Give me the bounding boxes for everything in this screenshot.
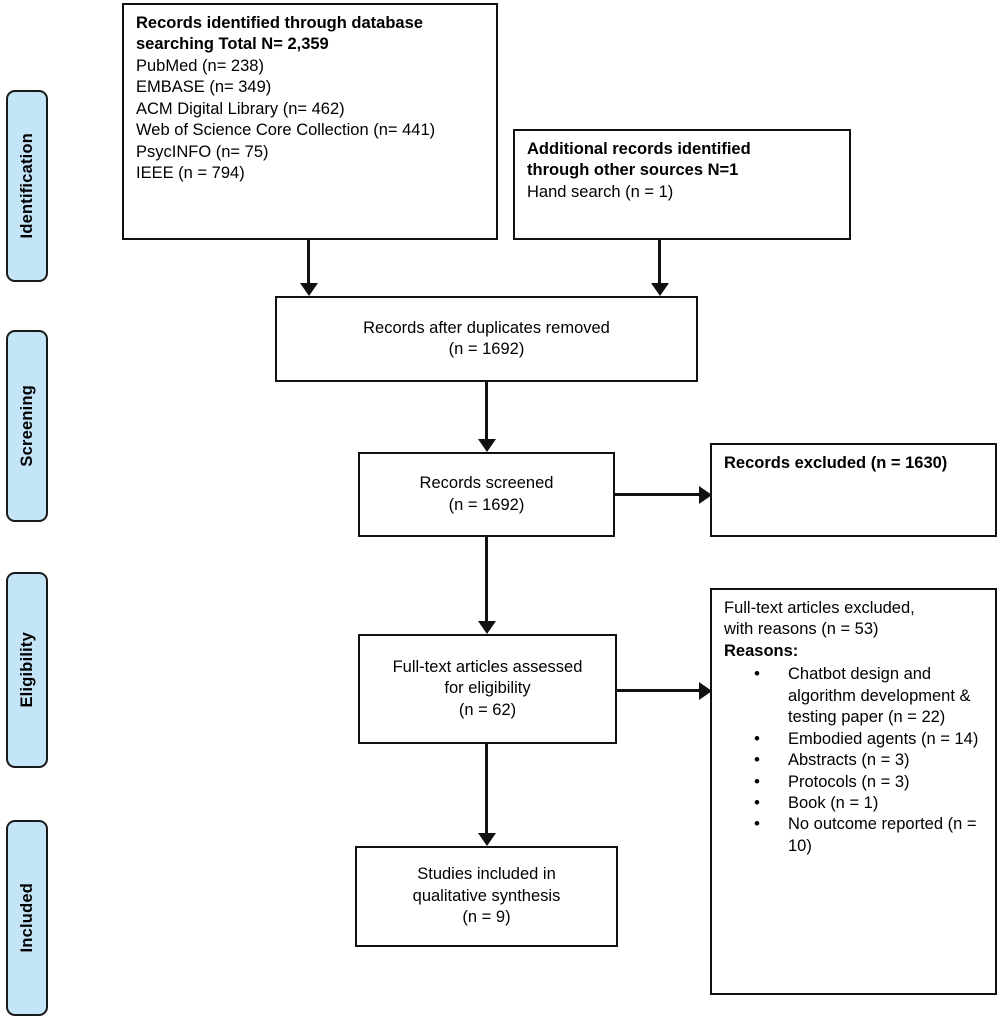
studies-included-line1: Studies included in (417, 865, 556, 884)
box-studies-included: Studies included in qualitative synthesi… (355, 846, 618, 947)
box-fulltext-assessed: Full-text articles assessed for eligibil… (358, 634, 617, 744)
phase-label-eligibility-text: Eligibility (17, 632, 36, 708)
source-psycinfo: PsycINFO (n= 75) (136, 142, 269, 161)
studies-included-count: (n = 9) (462, 908, 511, 927)
studies-included-line2: qualitative synthesis (412, 886, 561, 905)
arrowhead-screened-to-excluded (699, 485, 712, 504)
records-screened-count: (n = 1692) (448, 495, 525, 514)
connector-identified-to-duplicates (307, 240, 310, 283)
box-fulltext-excluded: Full-text articles excluded, with reason… (710, 588, 997, 995)
source-acm: ACM Digital Library (n= 462) (136, 99, 345, 118)
fulltext-assessed-line2: for eligibility (444, 679, 531, 698)
additional-records-heading-line1: Additional records identified (527, 140, 751, 158)
additional-records-heading-line2: through other sources N=1 (527, 161, 739, 180)
arrowhead-screened-to-fulltext (477, 621, 496, 634)
fulltext-assessed-line1: Full-text articles assessed (392, 657, 583, 676)
connector-duplicates-to-screened (485, 382, 488, 439)
connector-screened-to-fulltext (485, 537, 488, 621)
box-additional-records: Additional records identified through ot… (513, 129, 851, 240)
arrowhead-fulltext-to-included (477, 833, 496, 846)
arrowhead-identified-to-duplicates (299, 283, 318, 296)
after-duplicates-line1: Records after duplicates removed (363, 318, 610, 337)
source-pubmed: PubMed (n= 238) (136, 56, 264, 75)
box-records-excluded: Records excluded (n = 1630) (710, 443, 997, 537)
source-web-of-science: Web of Science Core Collection (n= 441) (136, 121, 436, 140)
exclusion-reasons-list: Chatbot design and algorithm development… (724, 663, 985, 857)
phase-label-identification: Identification (6, 90, 48, 282)
after-duplicates-count: (n = 1692) (448, 340, 525, 358)
connector-fulltext-to-included (485, 744, 488, 833)
arrowhead-duplicates-to-screened (477, 439, 496, 452)
source-ieee: IEEE (n = 794) (136, 164, 245, 183)
phase-label-identification-text: Identification (17, 133, 36, 239)
fulltext-excluded-line1: Full-text articles excluded, (724, 599, 915, 617)
fulltext-excluded-line2: with reasons (n = 53) (724, 620, 879, 639)
arrowhead-additional-to-duplicates (650, 283, 669, 296)
connector-fulltext-to-excluded (617, 689, 699, 692)
phase-label-included-text: Included (17, 883, 36, 953)
records-identified-heading-line2: searching Total N= 2,359 (136, 35, 329, 54)
arrowhead-fulltext-to-excluded (699, 681, 712, 700)
exclusion-reason-item: Embodied agents (n = 14) (754, 728, 985, 751)
additional-records-detail: Hand search (n = 1) (527, 182, 674, 201)
phase-label-eligibility: Eligibility (6, 572, 48, 768)
exclusion-reason-item: Protocols (n = 3) (754, 770, 985, 793)
source-embase: EMBASE (n= 349) (136, 78, 272, 97)
phase-label-screening: Screening (6, 330, 48, 522)
phase-label-included: Included (6, 820, 48, 1016)
exclusion-reason-item: Abstracts (n = 3) (754, 749, 985, 772)
phase-label-screening-text: Screening (17, 385, 36, 467)
box-records-after-duplicates: Records after duplicates removed (n = 16… (275, 296, 698, 382)
connector-additional-to-duplicates (658, 240, 661, 283)
records-screened-line1: Records screened (419, 474, 554, 493)
records-identified-heading-line1: Records identified through database (136, 14, 423, 32)
connector-screened-to-excluded (615, 493, 699, 496)
box-records-screened: Records screened (n = 1692) (358, 452, 615, 537)
exclusion-reason-item: Chatbot design and algorithm development… (754, 663, 985, 728)
records-excluded-text: Records excluded (n = 1630) (724, 454, 948, 472)
fulltext-assessed-count: (n = 62) (458, 700, 517, 719)
exclusion-reason-item: No outcome reported (n = 10) (754, 813, 985, 857)
exclusion-reason-item: Book (n = 1) (754, 792, 985, 815)
box-records-identified: Records identified through database sear… (122, 3, 498, 240)
fulltext-excluded-reasons-heading: Reasons: (724, 641, 799, 660)
